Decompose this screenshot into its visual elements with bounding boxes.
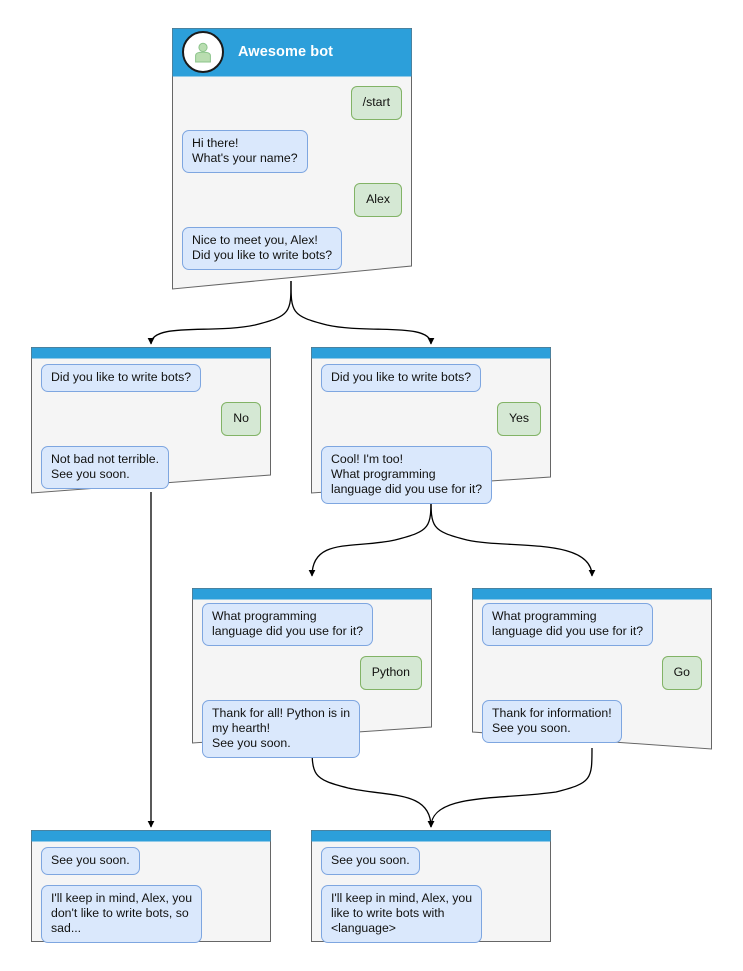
message-row: Yes	[321, 402, 541, 436]
bot-message-bubble[interactable]: Did you like to write bots?	[321, 364, 482, 392]
message-row: Thank for information! See you soon.	[482, 700, 702, 743]
node-title-bar	[311, 830, 551, 841]
node-title-bar	[472, 588, 712, 599]
user-message-bubble[interactable]: Go	[661, 656, 702, 690]
chat-transcript: See you soon. I'll keep in mind, Alex, y…	[311, 841, 551, 943]
bot-header: Awesome bot	[172, 28, 412, 76]
node-content: Did you like to write bots? No Not bad n…	[31, 347, 271, 499]
bot-name-label: Awesome bot	[238, 44, 334, 60]
message-row: Cool! I'm too! What programming language…	[321, 446, 541, 504]
bot-message-bubble[interactable]: Hi there! What's your name?	[182, 130, 308, 173]
bot-message-bubble[interactable]: See you soon.	[41, 847, 140, 875]
message-row: Hi there! What's your name?	[182, 130, 402, 173]
bot-message-bubble[interactable]: What programming language did you use fo…	[202, 603, 374, 646]
message-row: Python	[202, 656, 422, 690]
node-content: Awesome bot /start Hi there! What's your…	[172, 28, 412, 280]
message-row: See you soon.	[41, 847, 261, 875]
message-row: Not bad not terrible. See you soon.	[41, 446, 261, 489]
user-message-bubble[interactable]: Alex	[354, 183, 402, 217]
bot-message-bubble[interactable]: Did you like to write bots?	[41, 364, 202, 392]
bot-message-bubble[interactable]: I'll keep in mind, Alex, you like to wri…	[321, 885, 483, 943]
message-row: What programming language did you use fo…	[202, 603, 422, 646]
node-content: What programming language did you use fo…	[472, 588, 712, 753]
bot-message-bubble[interactable]: Cool! I'm too! What programming language…	[321, 446, 493, 504]
node-title-bar	[192, 588, 432, 599]
user-message-bubble[interactable]: No	[221, 402, 261, 436]
chat-transcript: See you soon. I'll keep in mind, Alex, y…	[31, 841, 271, 943]
message-row: What programming language did you use fo…	[482, 603, 702, 646]
node-content: See you soon. I'll keep in mind, Alex, y…	[311, 830, 551, 953]
message-row: Did you like to write bots?	[321, 364, 541, 392]
message-row: Alex	[182, 183, 402, 217]
message-row: I'll keep in mind, Alex, you don't like …	[41, 885, 261, 943]
node-title-bar	[311, 347, 551, 358]
bot-message-bubble[interactable]: Not bad not terrible. See you soon.	[41, 446, 170, 489]
message-row: I'll keep in mind, Alex, you like to wri…	[321, 885, 541, 943]
node-title-bar	[31, 347, 271, 358]
bot-message-bubble[interactable]: What programming language did you use fo…	[482, 603, 654, 646]
message-row: Go	[482, 656, 702, 690]
edge-root-to-no	[147, 280, 292, 345]
chat-node-root[interactable]: Awesome bot /start Hi there! What's your…	[172, 28, 412, 290]
chat-transcript: What programming language did you use fo…	[472, 599, 712, 743]
node-content: Did you like to write bots? Yes Cool! I'…	[311, 347, 551, 514]
chat-node-go-branch[interactable]: What programming language did you use fo…	[472, 588, 712, 750]
bot-message-bubble[interactable]: Nice to meet you, Alex! Did you like to …	[182, 227, 343, 270]
chat-node-no-branch[interactable]: Did you like to write bots? No Not bad n…	[31, 347, 271, 494]
user-message-bubble[interactable]: Python	[359, 656, 422, 690]
node-content: See you soon. I'll keep in mind, Alex, y…	[31, 830, 271, 953]
message-row: Nice to meet you, Alex! Did you like to …	[182, 227, 402, 270]
user-message-bubble[interactable]: /start	[350, 86, 402, 120]
bot-message-bubble[interactable]: See you soon.	[321, 847, 420, 875]
edge-go-to-farewell-happy	[427, 747, 593, 828]
chat-transcript: Did you like to write bots? Yes Cool! I'…	[311, 358, 551, 504]
node-title-bar	[31, 830, 271, 841]
chat-node-farewell-happy[interactable]: See you soon. I'll keep in mind, Alex, y…	[311, 830, 551, 943]
chat-transcript: Did you like to write bots? No Not bad n…	[31, 358, 271, 489]
node-content: What programming language did you use fo…	[192, 588, 432, 768]
message-row: Did you like to write bots?	[41, 364, 261, 392]
chat-transcript: What programming language did you use fo…	[192, 599, 432, 758]
chat-node-farewell-sad[interactable]: See you soon. I'll keep in mind, Alex, y…	[31, 830, 271, 943]
message-row: Thank for all! Python is in my hearth! S…	[202, 700, 422, 758]
edge-root-to-yes	[290, 280, 435, 345]
chat-transcript: /start Hi there! What's your name? Alex …	[172, 76, 412, 270]
message-row: See you soon.	[321, 847, 541, 875]
user-message-bubble[interactable]: Yes	[496, 402, 541, 436]
bot-message-bubble[interactable]: Thank for all! Python is in my hearth! S…	[202, 700, 361, 758]
message-row: /start	[182, 86, 402, 120]
message-row: No	[41, 402, 261, 436]
bot-message-bubble[interactable]: I'll keep in mind, Alex, you don't like …	[41, 885, 203, 943]
person-avatar-icon	[182, 31, 224, 73]
chat-node-yes-branch[interactable]: Did you like to write bots? Yes Cool! I'…	[311, 347, 551, 504]
bot-message-bubble[interactable]: Thank for information! See you soon.	[482, 700, 622, 743]
chat-node-python-branch[interactable]: What programming language did you use fo…	[192, 588, 432, 758]
